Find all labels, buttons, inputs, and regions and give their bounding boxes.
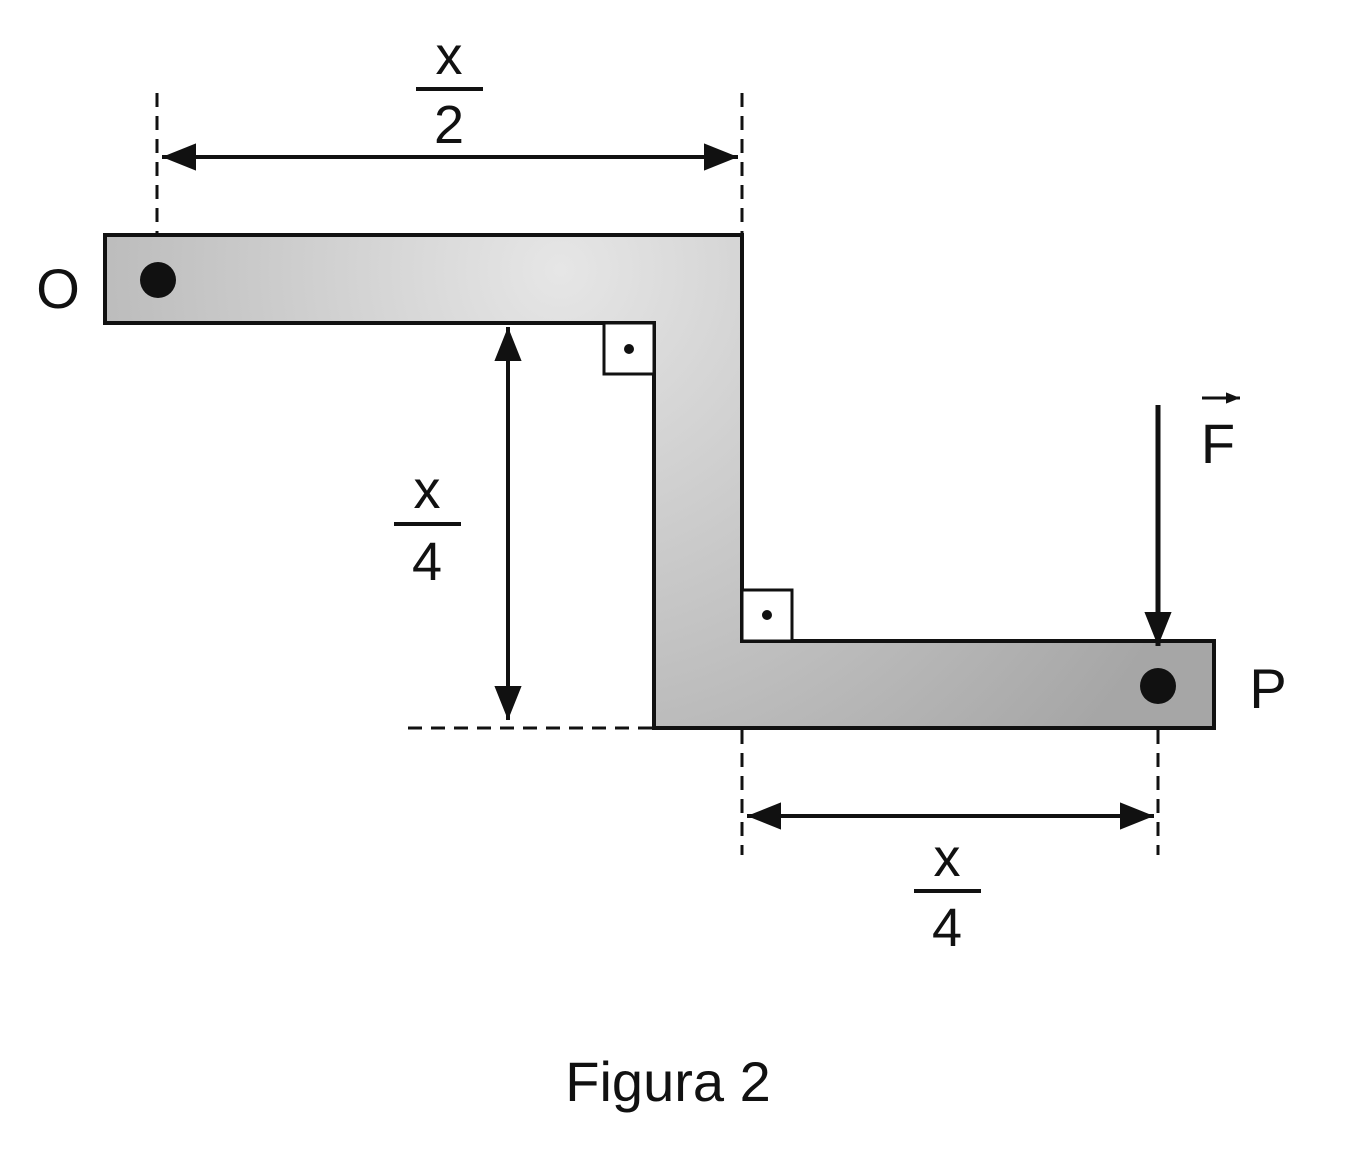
fraction-denominator: 4 [932, 898, 962, 958]
force-label: F [1201, 392, 1240, 475]
figure-caption: Figura 2 [565, 1050, 770, 1113]
dimension-label-top: x 2 [416, 26, 483, 155]
point-p-marker [1140, 668, 1176, 704]
z-shaped-bar [103, 233, 1216, 730]
extension-lines [155, 93, 1160, 855]
point-o-marker [140, 262, 176, 298]
fraction-denominator: 4 [412, 532, 442, 592]
fraction-numerator: x [436, 26, 463, 86]
dimension-label-vertical: x 4 [394, 460, 461, 592]
right-angle-marker-upper [602, 321, 656, 376]
force-symbol: F [1201, 412, 1235, 475]
dimension-label-bottom: x 4 [914, 828, 981, 958]
right-angle-marker-lower [740, 588, 794, 643]
fraction-numerator: x [934, 828, 961, 888]
label-point-o: O [36, 257, 80, 320]
fraction-numerator: x [414, 460, 441, 520]
fraction-denominator: 2 [434, 95, 464, 155]
label-point-p: P [1249, 657, 1286, 720]
